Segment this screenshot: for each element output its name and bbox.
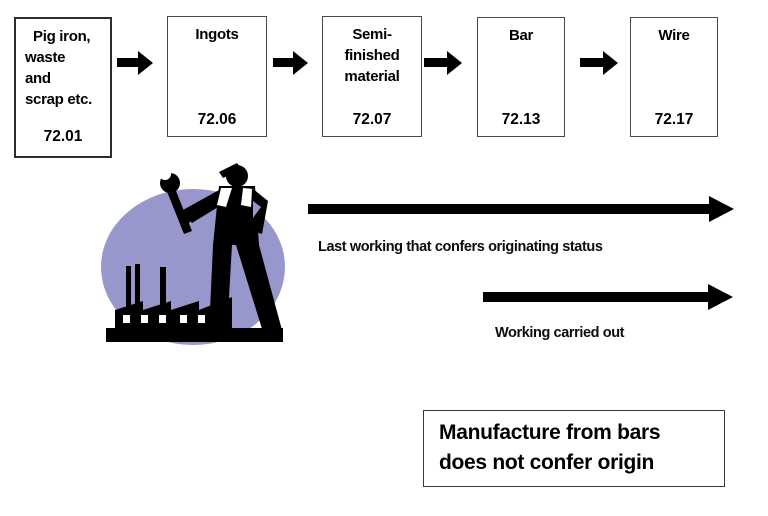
arrow-head [708,284,733,310]
worker-shirt [241,188,254,207]
worker-arm-akimbo [250,188,268,234]
worker-cap [219,163,242,178]
base-bar [106,328,283,342]
worker-silhouette-icon [106,163,283,342]
flow-box-label: Bar [478,18,564,46]
flow-box-semi-finished-material: Semi- finished material 72.07 [322,16,422,137]
flow-box-label-line: material [344,68,400,85]
flow-box-ingots: Ingots 72.06 [167,16,267,137]
flow-box-label-line: finished [344,47,400,64]
arrow-stem [424,58,447,67]
worker-leg [236,245,282,332]
note-line: Manufacture from bars [439,421,661,444]
worker-arm [183,190,228,223]
wrench-icon [159,168,192,234]
flow-box-label-line: waste [25,49,66,66]
arrow-head [603,51,618,75]
arrow-stem [580,58,603,67]
flow-box-wire: Wire 72.17 [630,17,718,137]
flow-box-label-line: Wire [658,27,690,44]
flow-box-pig-iron-waste-scrap: Pig iron, waste and scrap etc. 72.01 [14,17,112,158]
last-working-arrow-icon [308,196,734,222]
chimney [135,264,140,312]
worker-shirt [217,188,232,207]
arrow-stem [308,204,709,214]
flow-box-label-line: Semi- [352,26,392,43]
arrow-head [447,51,462,75]
chimney [160,267,166,312]
last-working-label: Last working that confers originating st… [318,239,603,255]
tariff-heading-code: 72.06 [197,111,237,128]
arrow-head [709,196,734,222]
flow-box-label: Pig iron, waste and scrap etc. [16,19,110,110]
flow-box-label: Ingots [168,17,266,45]
arrow-stem [483,292,708,302]
working-carried-out-arrow-icon [483,284,733,310]
tariff-heading-code: 72.01 [43,128,83,145]
flow-box-label: Wire [631,18,717,46]
flow-box-label-line: and [25,70,51,87]
flow-box-label-line: scrap etc. [25,91,93,108]
tariff-heading-code: 72.07 [352,111,392,128]
note-line: does not confer origin [439,451,655,474]
working-carried-out-label: Working carried out [495,325,625,341]
arrow-head [293,51,308,75]
tariff-heading-code: 72.13 [501,111,541,128]
chimney [126,266,131,312]
arrow-head [138,51,153,75]
flow-box-label-line: Bar [508,27,534,44]
flow-box-label: Semi- finished material [323,17,421,87]
tariff-heading-code: 72.17 [654,111,694,128]
note-box: Manufacture from bars does not confer or… [423,410,725,487]
worker-with-wrench-factory-illustration [101,163,285,345]
arrow-stem [273,58,293,67]
arrow-stem [117,58,138,67]
flow-box-bar: Bar 72.13 [477,17,565,137]
flow-box-label-line: Pig iron, [33,28,91,45]
flow-box-label-line: Ingots [195,26,239,43]
arm-gap [253,201,261,218]
worker-leg [209,245,232,332]
